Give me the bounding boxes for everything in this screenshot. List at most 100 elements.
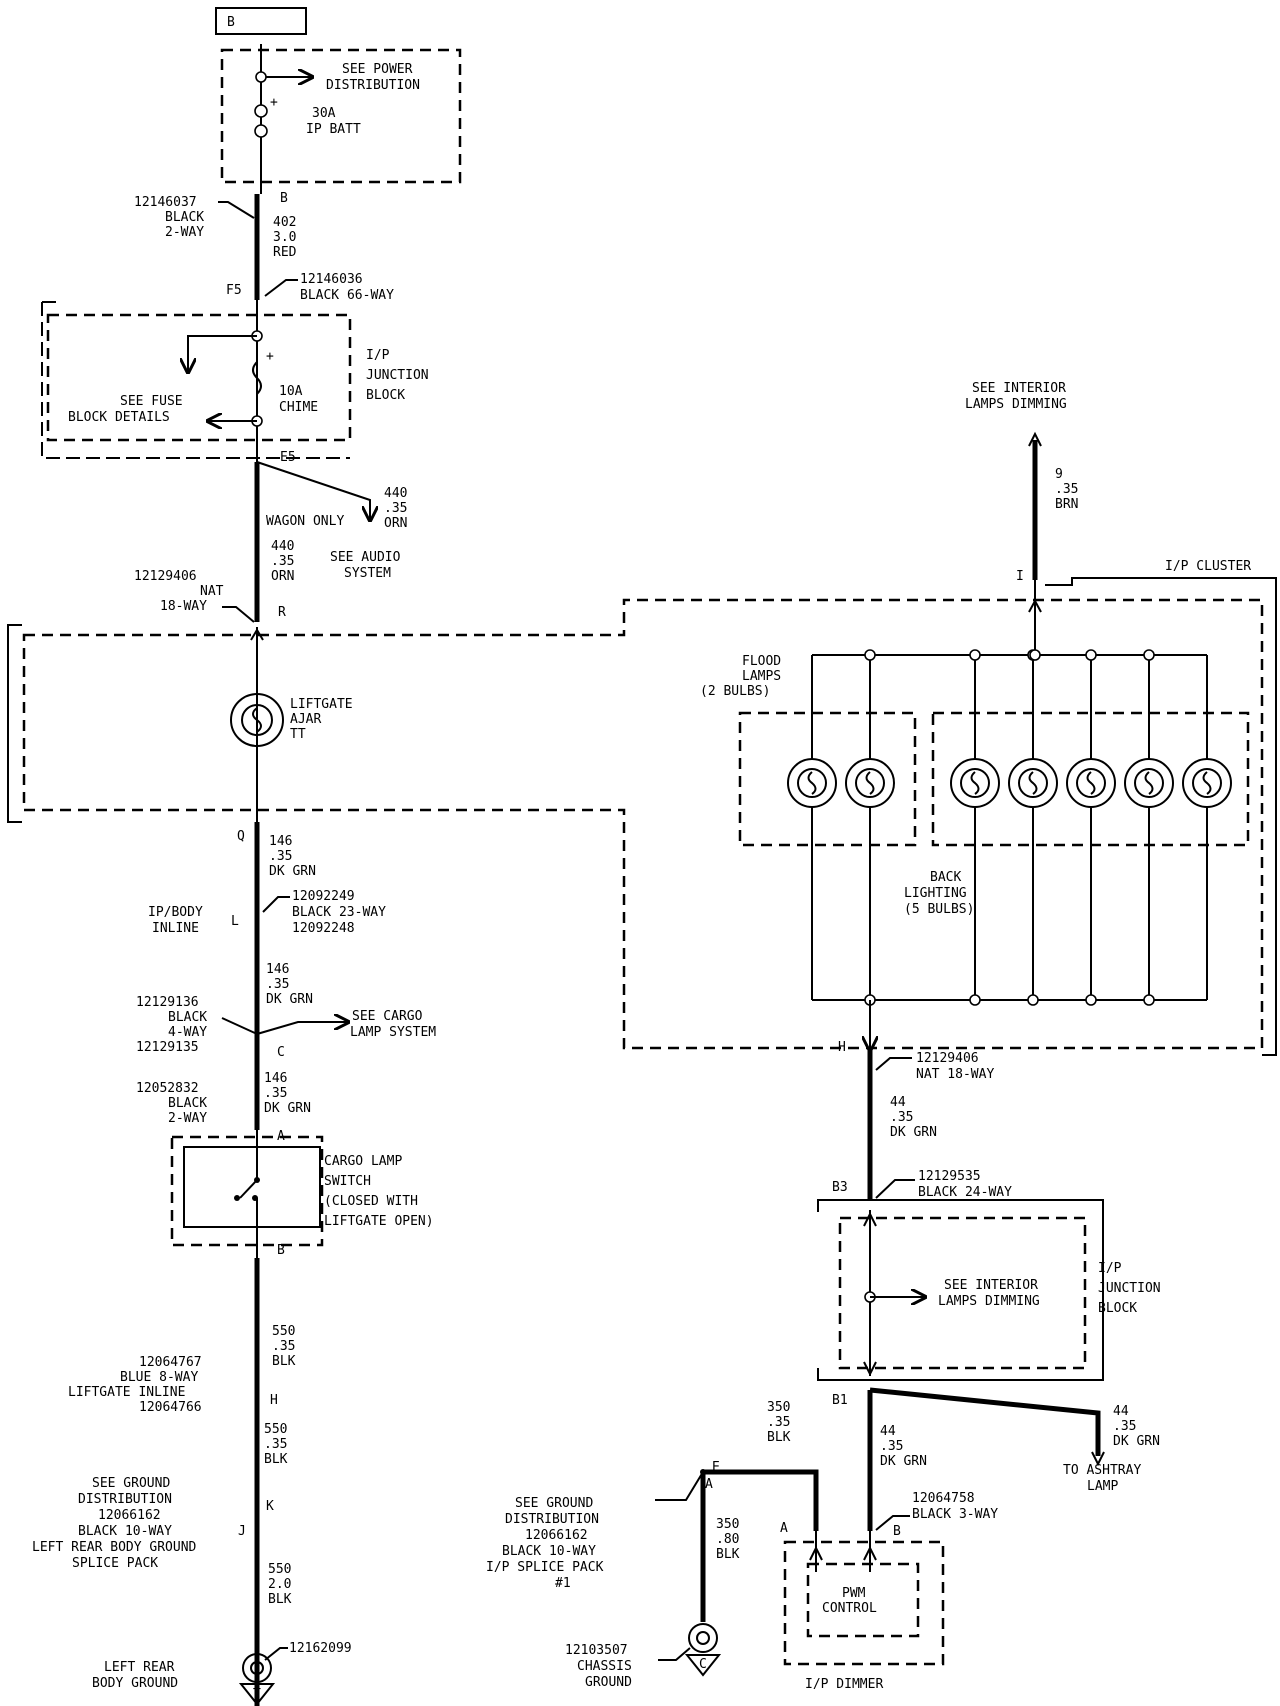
svg-text:RED: RED [273, 245, 297, 260]
battery-block: B [215, 7, 307, 35]
conn-12064767: 12064767 [139, 1355, 202, 1370]
wire-550-a: 550 [272, 1324, 295, 1339]
svg-text:SWITCH: SWITCH [324, 1174, 371, 1189]
svg-text:.35: .35 [272, 1339, 295, 1354]
cargo-switch-label: CARGO LAMP [324, 1154, 402, 1169]
svg-text:CONTROL: CONTROL [822, 1601, 877, 1616]
svg-text:NAT: NAT [200, 584, 224, 599]
flood-bulb-1 [787, 738, 837, 1000]
svg-text:BLACK: BLACK [168, 1096, 207, 1111]
wire-350-b: 350 [716, 1517, 739, 1532]
conn-k: K [266, 1499, 274, 1514]
wire-44-a: 44 [890, 1095, 906, 1110]
ground-t: T [253, 1687, 261, 1702]
svg-text:4-WAY: 4-WAY [168, 1025, 207, 1040]
conn-j: J [238, 1524, 246, 1539]
ip-dimmer-label: I/P DIMMER [805, 1677, 883, 1692]
ip-junction-top-label: I/P [366, 348, 390, 363]
wire-146-c: 146 [264, 1071, 287, 1086]
conn-12146037: 12146037 [134, 195, 197, 210]
svg-text:#1: #1 [555, 1576, 571, 1591]
conn-b-dimmer: B [893, 1524, 901, 1539]
back-bulb-2 [1008, 649, 1058, 1006]
wagon-only: WAGON ONLY [266, 514, 344, 529]
svg-text:2-WAY: 2-WAY [165, 225, 204, 240]
svg-text:.35: .35 [1055, 482, 1078, 497]
svg-text:.35: .35 [880, 1439, 903, 1454]
svg-text:DK GRN: DK GRN [890, 1125, 937, 1140]
svg-text:SYSTEM: SYSTEM [344, 566, 391, 581]
svg-text:.35: .35 [266, 977, 289, 992]
pwm-control-label: PWM [842, 1586, 866, 1601]
svg-text:LIFTGATE INLINE: LIFTGATE INLINE [68, 1385, 185, 1400]
svg-text:BLACK 66-WAY: BLACK 66-WAY [300, 288, 394, 303]
svg-text:(2 BULBS): (2 BULBS) [700, 684, 770, 699]
cargo-switch-outline [170, 1135, 324, 1247]
svg-text:I/P SPLICE PACK: I/P SPLICE PACK [486, 1560, 604, 1575]
svg-text:TT: TT [290, 727, 306, 742]
svg-text:BODY GROUND: BODY GROUND [92, 1676, 178, 1691]
battery-label: B [227, 15, 235, 30]
svg-text:DK GRN: DK GRN [264, 1101, 311, 1116]
svg-text:BLACK 10-WAY: BLACK 10-WAY [502, 1544, 596, 1559]
svg-text:BLOCK: BLOCK [1098, 1301, 1137, 1316]
ground-dist-right: SEE GROUND [515, 1496, 593, 1511]
svg-text:SPLICE PACK: SPLICE PACK [72, 1556, 158, 1571]
ip-cluster-boundary [22, 598, 1264, 1050]
svg-text:LAMP SYSTEM: LAMP SYSTEM [350, 1025, 436, 1040]
ip-dimmer-box [783, 1540, 945, 1666]
svg-text:DISTRIBUTION: DISTRIBUTION [326, 78, 420, 93]
svg-text:BLUE 8-WAY: BLUE 8-WAY [120, 1370, 198, 1385]
conn-q: Q [237, 829, 245, 844]
see-cargo: SEE CARGO [352, 1009, 423, 1024]
svg-text:2-WAY: 2-WAY [168, 1111, 207, 1126]
back-lighting-label: BACK [930, 870, 961, 885]
svg-text:.35: .35 [384, 501, 407, 516]
fuse-block-details: SEE FUSE [120, 394, 183, 409]
svg-text:BLACK 3-WAY: BLACK 3-WAY [912, 1507, 998, 1522]
conn-12129535: 12129535 [918, 1169, 981, 1184]
power-distribution-box [220, 48, 462, 184]
wire-44-ashtray [869, 1387, 1101, 1456]
conn-b1: B1 [832, 1393, 848, 1408]
wire-550-c: 550 [268, 1562, 291, 1577]
svg-text:.35: .35 [264, 1086, 287, 1101]
conn-12129136: 12129136 [136, 995, 199, 1010]
svg-text:.35: .35 [271, 554, 294, 569]
flood-bulb-2 [845, 649, 895, 1000]
ip-junction-block-bottom [838, 1216, 1087, 1370]
ip-body-inline: IP/BODY [148, 905, 203, 920]
svg-text:IP BATT: IP BATT [306, 122, 361, 137]
ip-junction-bottom-label: I/P [1098, 1261, 1122, 1276]
svg-text:.35: .35 [1113, 1419, 1136, 1434]
svg-text:DK GRN: DK GRN [269, 864, 316, 879]
see-interior-top: SEE INTERIOR [972, 381, 1066, 396]
svg-text:JUNCTION: JUNCTION [1098, 1281, 1161, 1296]
svg-text:BLACK 23-WAY: BLACK 23-WAY [292, 905, 386, 920]
conn-c: C [277, 1045, 285, 1060]
conn-12064758: 12064758 [912, 1491, 975, 1506]
svg-text:12066162: 12066162 [525, 1528, 588, 1543]
wire-44-ashtray-label: 44 [1113, 1404, 1129, 1419]
svg-text:INLINE: INLINE [152, 921, 199, 936]
svg-text:LIGHTING: LIGHTING [904, 886, 967, 901]
svg-text:LAMPS: LAMPS [742, 669, 781, 684]
svg-text:BLK: BLK [272, 1354, 296, 1369]
svg-text:CHIME: CHIME [279, 400, 318, 415]
svg-text:DISTRIBUTION: DISTRIBUTION [78, 1492, 172, 1507]
ground-dist-left: SEE GROUND [92, 1476, 170, 1491]
svg-text:ORN: ORN [384, 516, 407, 531]
svg-text:GROUND: GROUND [585, 1675, 632, 1690]
svg-text:.80: .80 [716, 1532, 739, 1547]
liftgate-ajar-telltale [230, 693, 284, 747]
flood-lamps-label: FLOOD [742, 654, 781, 669]
svg-text:CHASSIS: CHASSIS [577, 1659, 632, 1674]
svg-text:BLK: BLK [268, 1592, 292, 1607]
cargo-lamp-switch [183, 1146, 321, 1228]
wire-146-a: 146 [269, 834, 292, 849]
back-bulb-1 [950, 649, 1000, 1006]
to-ashtray: TO ASHTRAY [1063, 1463, 1141, 1478]
svg-text:DK GRN: DK GRN [880, 1454, 927, 1469]
see-audio: SEE AUDIO [330, 550, 401, 565]
